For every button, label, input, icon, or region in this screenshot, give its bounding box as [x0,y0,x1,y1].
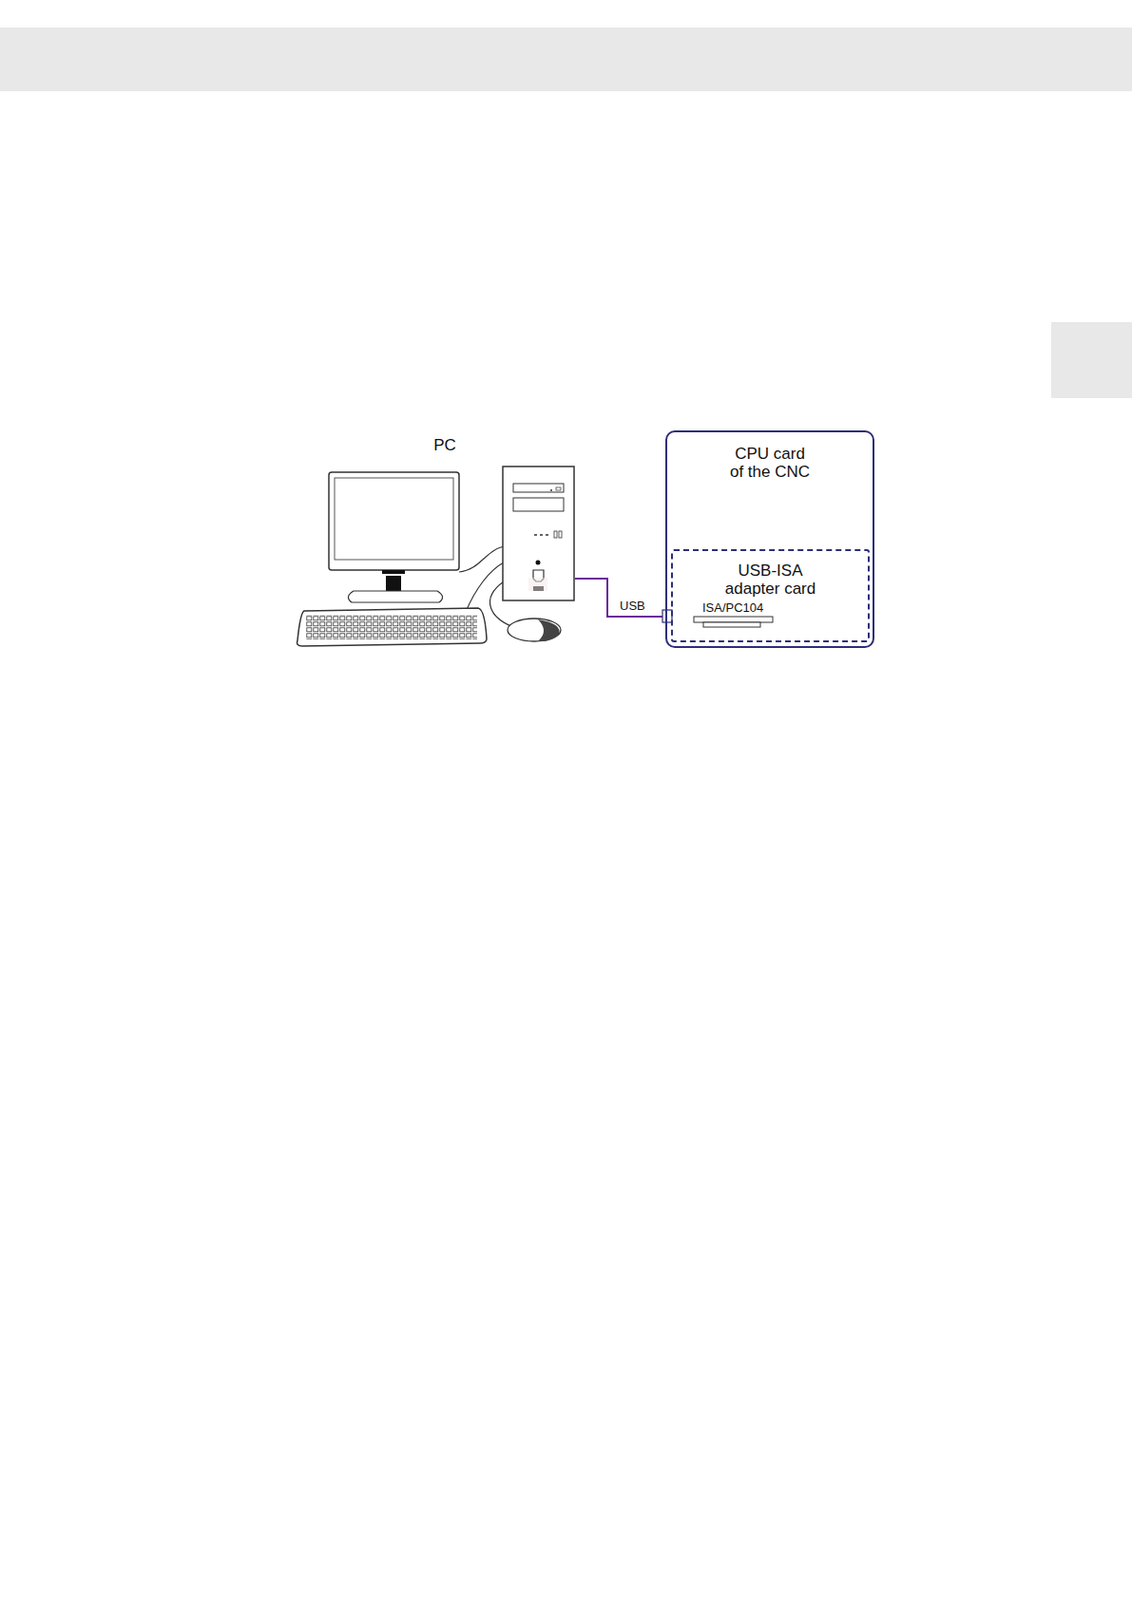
node-title: USB-ISA adapter card [718,561,824,598]
adapter-card-box: USB-ISA adapter card [671,549,870,643]
header-band [0,27,1132,92]
usb-cable [575,578,672,617]
side-tab [1051,322,1132,399]
node-title: CPU card of the CNC [728,444,812,481]
bus-name: ISA/PC104 [702,600,764,615]
cable-label: USB [618,598,647,614]
cpu-card-box: CPU card of the CNC USB-ISA adapter card [665,430,875,649]
computer-figure: PC [294,432,576,652]
node-title: PC [425,436,464,455]
